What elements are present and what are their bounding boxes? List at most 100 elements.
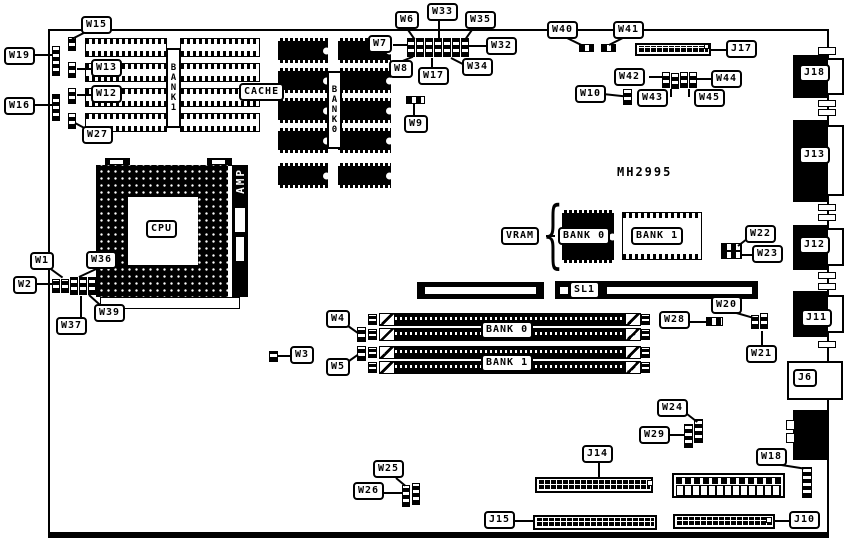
leader-line (742, 254, 753, 256)
label-w36: W36 (86, 251, 118, 269)
dram-chip (338, 128, 391, 153)
label-w12: W12 (91, 85, 123, 103)
edge-tab (818, 109, 836, 116)
jumper-block (407, 38, 415, 57)
part-number: MH2995 (617, 165, 673, 179)
dram-chip (278, 163, 328, 188)
label-w18: W18 (756, 448, 788, 466)
label-j14: J14 (582, 445, 614, 463)
jumper-w24 (694, 419, 703, 443)
cpu-socket (96, 165, 228, 297)
leader-line (774, 520, 790, 522)
jumper-block (425, 38, 433, 57)
connector-j15 (533, 515, 657, 530)
leader-line (690, 321, 707, 323)
jumper-w12 (68, 88, 76, 104)
simm-tab (641, 329, 650, 340)
simm-tab (368, 362, 377, 373)
jumper-w4 (357, 327, 366, 342)
leader-line (515, 520, 534, 522)
label-w20: W20 (711, 296, 743, 314)
jumper-w23 (721, 251, 742, 259)
label-w25: W25 (373, 460, 405, 478)
jumper-w16 (52, 94, 60, 121)
label-w29: W29 (639, 426, 671, 444)
label-w10: W10 (575, 85, 607, 103)
label-w26: W26 (353, 482, 385, 500)
simm-latch (379, 313, 395, 326)
label-j13: J13 (799, 146, 831, 164)
label-w35: W35 (465, 11, 497, 29)
edge-tab (786, 420, 795, 430)
leader-line (710, 49, 727, 51)
leader-line (649, 76, 663, 78)
jumper-w39 (88, 277, 96, 295)
leader-line (670, 89, 672, 97)
jumper-block (452, 38, 460, 57)
cpu-label: CPU (146, 220, 178, 238)
label-w23: W23 (752, 245, 784, 263)
connector-j10 (673, 514, 775, 529)
label-w27: W27 (82, 126, 114, 144)
jumper-w19 (52, 46, 60, 76)
simm-bank0-label: BANK 0 (481, 321, 534, 339)
label-w33: W33 (427, 3, 459, 21)
label-w37: W37 (56, 317, 88, 335)
leader-line (35, 104, 53, 106)
vram-bank1-label: BANK 1 (631, 227, 684, 245)
label-w42: W42 (614, 68, 646, 86)
connector-key (704, 44, 709, 49)
simm-tab (368, 314, 377, 325)
label-w19: W19 (4, 47, 36, 65)
leader-line (77, 68, 92, 70)
label-w7: W7 (368, 35, 393, 53)
jumper-w2 (52, 279, 60, 293)
jumper-w9 (406, 96, 425, 104)
socket-tab-inner (110, 160, 123, 164)
socket-flange (100, 297, 240, 309)
cache-bank1-label: BANK1 (166, 48, 181, 128)
simm-latch (379, 361, 395, 374)
dram-chip (338, 68, 391, 93)
power-connector-sockets (676, 485, 781, 496)
jumper-block (416, 38, 424, 57)
jumper-w13 (68, 62, 76, 78)
jumper-w43 (671, 73, 679, 89)
label-w3: W3 (290, 346, 315, 364)
jumper-w5 (357, 346, 366, 361)
power-connector-pins (676, 477, 781, 484)
vram-brace: { (542, 191, 564, 277)
connector-key (647, 480, 653, 486)
jumper-w41 (601, 44, 616, 52)
simm-latch (625, 328, 641, 341)
simm-tab (368, 329, 377, 340)
zif-slot (235, 208, 245, 232)
label-w4: W4 (326, 310, 351, 328)
label-w1: W1 (30, 252, 55, 270)
simm-tab (641, 314, 650, 325)
leader-line (598, 462, 600, 479)
label-w8: W8 (389, 60, 414, 78)
leader-line (34, 283, 53, 285)
keyboard-connector (793, 410, 828, 460)
leader-line (688, 89, 690, 97)
jumper-w21 (760, 313, 768, 329)
label-j10: J10 (789, 511, 821, 529)
cache-chip (180, 38, 260, 57)
label-w41: W41 (613, 21, 645, 39)
label-j11: J11 (801, 309, 833, 327)
edge-tab (818, 47, 836, 55)
jumper-w36 (70, 277, 78, 295)
label-w13: W13 (91, 59, 123, 77)
label-j15: J15 (484, 511, 516, 529)
cache-label: CACHE (239, 83, 285, 101)
dram-chip (278, 38, 328, 63)
jumper-w37 (79, 277, 87, 295)
label-j12: J12 (799, 236, 831, 254)
cache-chip (180, 63, 260, 82)
leader-line (546, 235, 555, 237)
socket-tab-inner (212, 160, 225, 164)
edge-tab (818, 341, 836, 348)
simm-tab (641, 347, 650, 358)
